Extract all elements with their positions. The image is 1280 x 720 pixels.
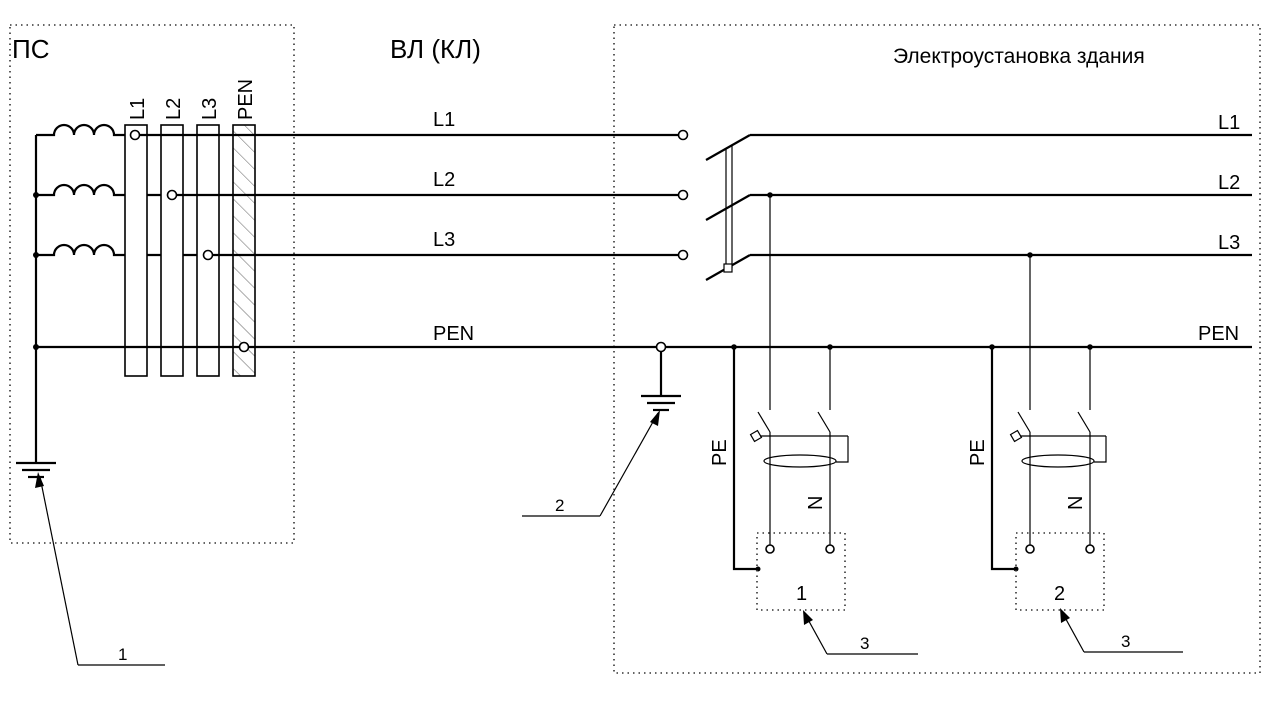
busbar-label-l3: L3 xyxy=(199,98,221,120)
busbar-label-l1: L1 xyxy=(127,98,149,120)
building-label-l2: L2 xyxy=(1218,172,1240,194)
line-label-l3: L3 xyxy=(433,229,455,251)
callout-2: 2 xyxy=(522,410,660,517)
building-boundary xyxy=(613,24,1261,674)
callout-3a-label: 3 xyxy=(860,634,869,653)
pe-label-2: PE xyxy=(967,439,989,466)
n-label-2: N xyxy=(1065,496,1087,510)
consumer-2-number: 2 xyxy=(1054,583,1065,605)
callout-3a: 3 xyxy=(803,610,918,655)
coil-l3 xyxy=(36,243,208,257)
terminal-l3 xyxy=(677,249,689,261)
consumer-2-box xyxy=(1015,532,1105,611)
busbar-label-pen: PEN xyxy=(235,79,257,120)
substation-earth-symbol xyxy=(16,461,56,479)
line-label-pen: PEN xyxy=(433,323,474,345)
callout-3b: 3 xyxy=(1060,608,1183,653)
main-switch xyxy=(705,134,751,281)
building-conductors: L1 L2 L3 PEN xyxy=(750,112,1252,345)
consumer-1-number: 1 xyxy=(796,583,807,605)
coil-l1 xyxy=(36,123,135,137)
repeat-earth xyxy=(641,341,681,412)
line-title: ВЛ (КЛ) xyxy=(390,34,481,64)
consumer-2-circuit: PE N 2 xyxy=(967,252,1107,611)
building-title: Электроустановка здания xyxy=(893,45,1145,68)
line-label-l2: L2 xyxy=(433,169,455,191)
n-label-1: N xyxy=(805,496,827,510)
busbar-l1 xyxy=(124,124,148,377)
substation-title: ПС xyxy=(12,34,49,64)
consumer-1-box xyxy=(756,532,846,611)
busbar-pen xyxy=(232,124,256,377)
line-conductors: L1 L2 L3 PEN xyxy=(36,109,1252,353)
line-label-l1: L1 xyxy=(433,109,455,131)
transformer-secondary xyxy=(16,123,208,479)
terminal-l2 xyxy=(677,189,689,201)
building-label-l3: L3 xyxy=(1218,232,1240,254)
terminal-l1 xyxy=(677,129,689,141)
callout-2-label: 2 xyxy=(555,496,564,515)
coil-l2 xyxy=(36,183,172,197)
busbars: L1 L2 L3 PEN xyxy=(124,79,257,377)
callout-1-label: 1 xyxy=(118,645,127,664)
building-label-pen: PEN xyxy=(1198,323,1239,345)
callout-3b-label: 3 xyxy=(1121,632,1130,651)
consumer-1-circuit: PE N 1 xyxy=(709,192,849,611)
pe-label-1: PE xyxy=(709,439,731,466)
callout-1: 1 xyxy=(35,472,165,666)
busbar-l2 xyxy=(160,124,184,377)
building-label-l1: L1 xyxy=(1218,112,1240,134)
busbar-label-l2: L2 xyxy=(163,98,185,120)
